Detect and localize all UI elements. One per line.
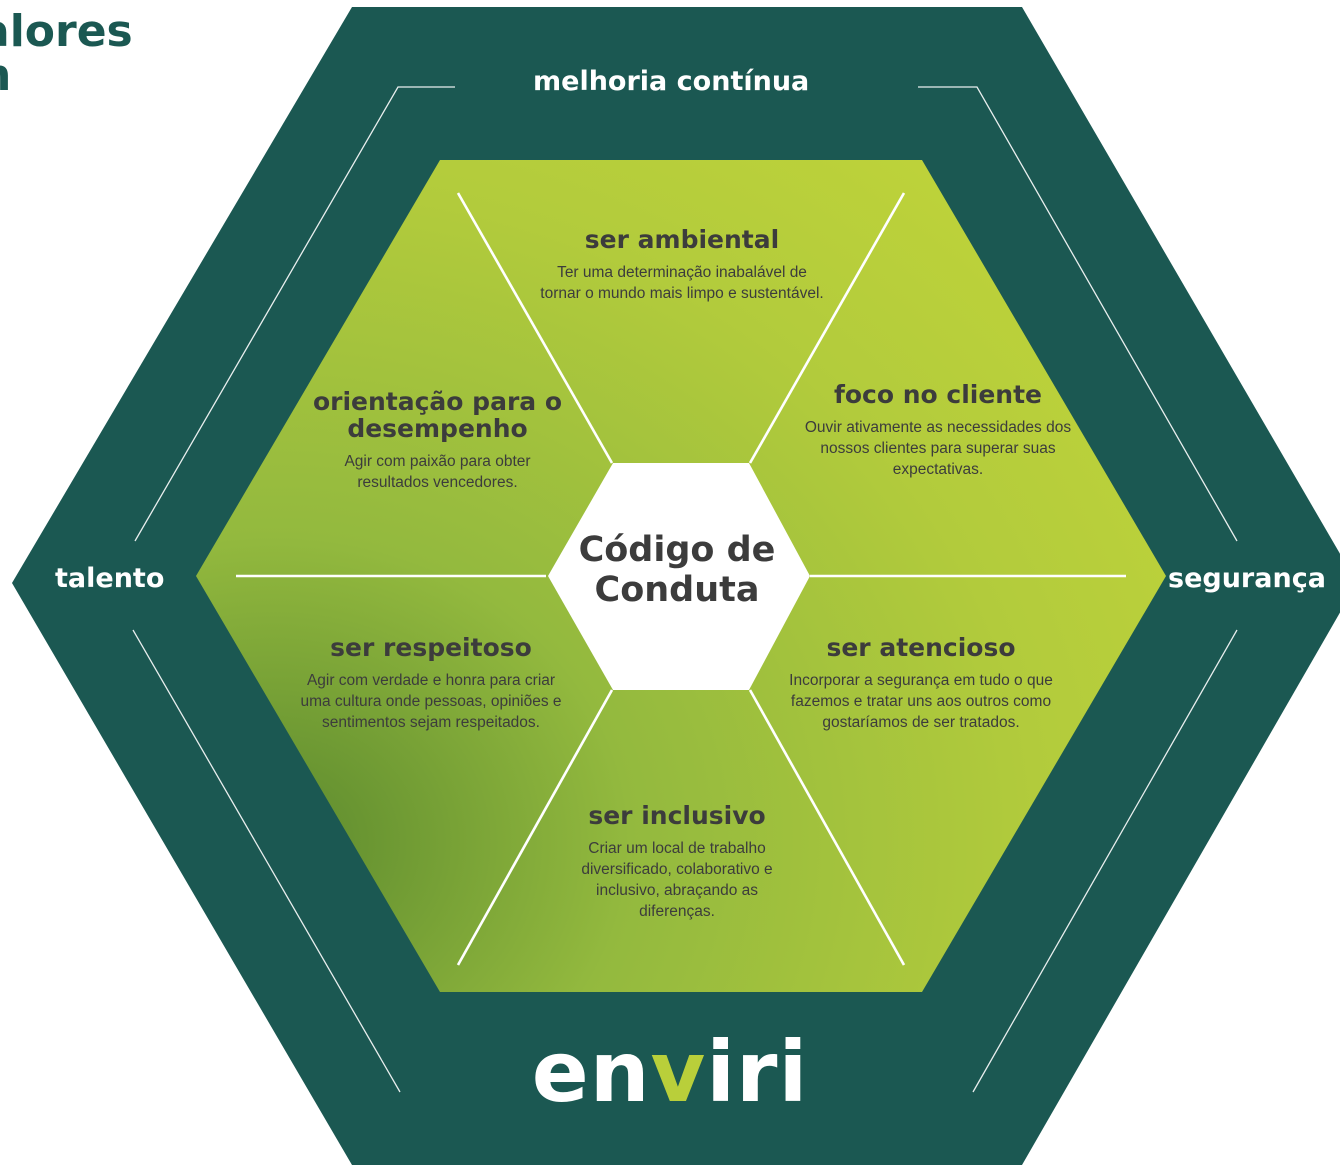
section-description: Agir com verdade e honra para criar uma …	[300, 672, 562, 731]
center-title: Código de Conduta	[557, 530, 797, 610]
section-description: Agir com paixão para obter resultados ve…	[344, 453, 531, 491]
logo-part-en: en	[531, 1023, 651, 1121]
section-description: Incorporar a segurança em tudo o que faz…	[789, 672, 1053, 731]
page-heading: alores n	[0, 6, 133, 98]
section-ser-ambiental: ser ambiental Ter uma determinação inaba…	[537, 226, 827, 304]
section-ser-respeitoso: ser respeitoso Agir com verdade e honra …	[297, 634, 565, 733]
section-foco-no-cliente: foco no cliente Ouvir ativamente as nece…	[798, 381, 1078, 480]
center-hexagon	[548, 463, 810, 690]
center-title-line2: Conduta	[594, 570, 760, 610]
center-title-line1: Código de	[578, 530, 776, 570]
section-description: Ouvir ativamente as necessidades dos nos…	[804, 419, 1072, 478]
logo-part-iri: iri	[706, 1023, 809, 1121]
section-title: orientação para o desempenho	[312, 387, 563, 443]
value-left-label: talento	[55, 563, 165, 594]
value-top-label: melhoria contínua	[533, 66, 810, 97]
section-ser-inclusivo: ser inclusivo Criar um local de trabalho…	[548, 802, 806, 922]
outer-ring-lines	[132, 86, 1238, 1093]
section-title: ser respeitoso	[330, 633, 532, 662]
section-orientacao-desempenho: orientação para o desempenho Agir com pa…	[300, 388, 575, 493]
section-title: foco no cliente	[833, 380, 1043, 409]
section-description: Criar um local de trabalho diversificado…	[581, 840, 773, 920]
value-right-label: segurança	[1168, 563, 1326, 594]
logo-part-v: v	[650, 1023, 707, 1121]
section-ser-atencioso: ser atencioso Incorporar a segurança em …	[785, 634, 1057, 733]
section-dividers	[236, 192, 1126, 966]
section-title: ser atencioso	[826, 633, 1016, 662]
section-title: ser inclusivo	[588, 801, 766, 830]
enviri-logo: enviri	[470, 1022, 870, 1122]
section-description: Ter uma determinação inabalável de torna…	[540, 264, 824, 302]
section-title: ser ambiental	[584, 225, 780, 254]
